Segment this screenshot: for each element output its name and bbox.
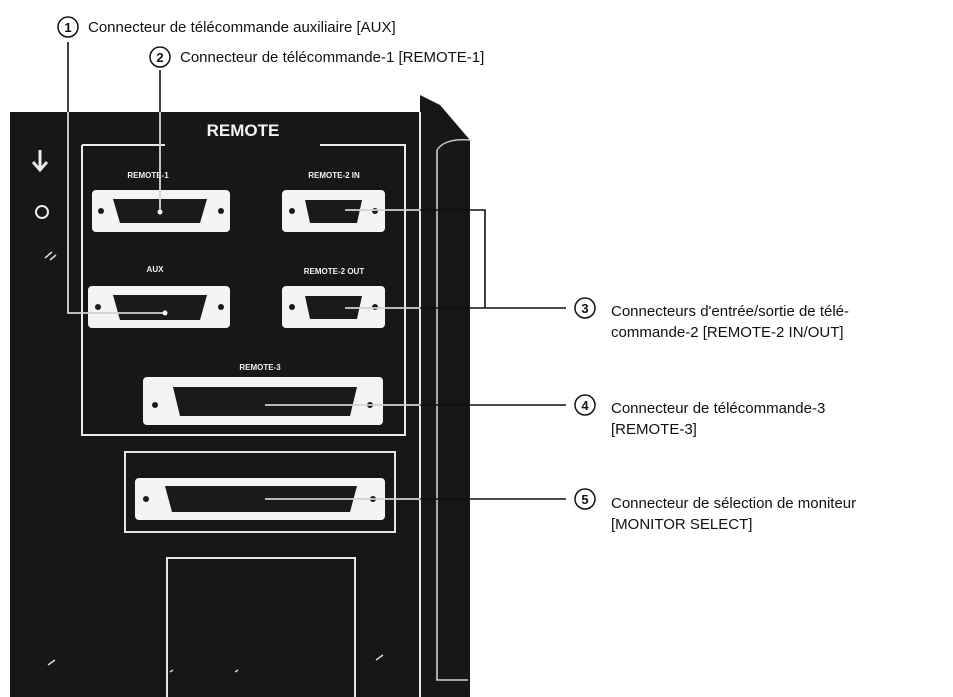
callout-4: 4 Connecteur de télécommande-3 [REMOTE-3… [575,395,825,438]
remote1-label: REMOTE-1 [127,171,169,180]
callout-2: 2 Connecteur de télécommande-1 [REMOTE-1… [150,47,484,67]
callout-3: 3 Connecteurs d'entrée/sortie de télé- c… [575,298,849,341]
callout-2-number: 2 [156,50,163,65]
remote2-in-label: REMOTE-2 IN [308,171,360,180]
callout-3-text-line2: commande-2 [REMOTE-2 IN/OUT] [611,324,844,341]
callout-3-text-line1: Connecteurs d'entrée/sortie de télé- [611,303,849,320]
callout-1-number: 1 [64,20,71,35]
remote3-connector [143,377,383,425]
remote2-out-label: REMOTE-2 OUT [304,267,365,276]
callout-3-number: 3 [581,301,588,316]
aux-connector [88,286,230,328]
callout-1-text: Connecteur de télécommande auxiliaire [A… [88,19,396,36]
callout-2-text: Connecteur de télécommande-1 [REMOTE-1] [180,49,484,66]
callout-4-text-line1: Connecteur de télécommande-3 [611,400,825,417]
aux-label: AUX [147,265,165,274]
callout-4-number: 4 [581,398,589,413]
callout-4-text-line2: [REMOTE-3] [611,421,697,438]
callout-5-text-line2: [MONITOR SELECT] [611,516,752,533]
callout-1: 1 Connecteur de télécommande auxiliaire … [58,17,396,37]
panel-title: REMOTE [207,121,280,140]
remote2-in-connector [282,190,385,232]
remote3-label: REMOTE-3 [239,363,281,372]
remote2-out-connector [282,286,385,328]
callout-5-number: 5 [581,492,588,507]
callout-5-text-line1: Connecteur de sélection de moniteur [611,495,856,512]
callout-5: 5 Connecteur de sélection de moniteur [M… [575,489,856,533]
